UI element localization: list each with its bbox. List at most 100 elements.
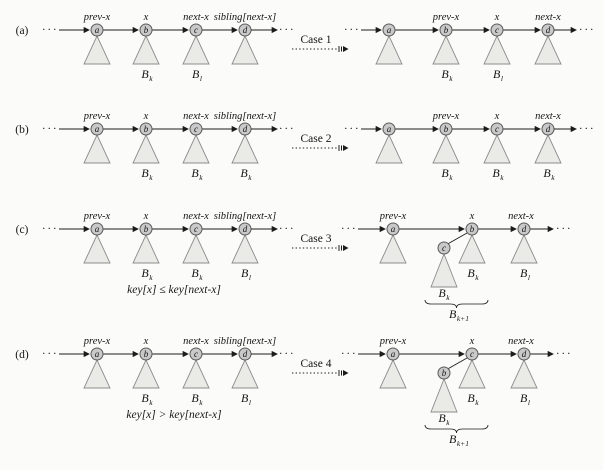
node-letter: b [144, 124, 149, 134]
pointer-label: prev-x [379, 211, 407, 222]
list-node: b [139, 122, 153, 136]
tree-label-base: B [240, 166, 248, 180]
tree-triangle [458, 358, 486, 389]
tree-label: Bk [441, 67, 453, 83]
node-circle [382, 122, 396, 136]
pointer-label: x [469, 211, 475, 222]
pointer-label: next-x [508, 336, 534, 347]
pointer-label: x [143, 111, 149, 122]
tree-triangle [483, 34, 511, 65]
tree-label-subscript: l [249, 273, 251, 282]
tree-label-subscript: k [475, 398, 479, 407]
tree-triangle [83, 34, 111, 65]
node-circle [189, 122, 203, 136]
tree-label-base: B [520, 266, 528, 280]
tree-triangle [430, 377, 458, 413]
tree-triangle [83, 133, 111, 164]
list-node: d [541, 23, 555, 37]
node-circle [139, 122, 153, 136]
tree-label-base: B [141, 166, 149, 180]
tree-label-subscript: l [249, 398, 251, 407]
list-node: c [490, 23, 504, 37]
pointer-label: sibling[next-x] [214, 336, 276, 347]
ellipsis: ··· [341, 346, 358, 360]
ellipsis: ··· [556, 221, 573, 235]
list-node: b [139, 347, 153, 361]
underbrace [424, 299, 489, 309]
ellipsis: ··· [556, 346, 573, 360]
node-letter: a [387, 124, 392, 134]
node-letter: d [243, 224, 248, 234]
pointer-label: prev-x [432, 111, 460, 122]
tree-label-base: B [438, 411, 446, 425]
tree-label-subscript: k [149, 173, 153, 182]
tree-label-subscript: k [449, 173, 453, 182]
tree-label-subscript: l [200, 74, 202, 83]
pointer-label: next-x [508, 211, 534, 222]
list-node: a [90, 347, 104, 361]
pointer-label: x [469, 336, 475, 347]
list-node: a [90, 23, 104, 37]
tree-label-subscript: k [500, 173, 504, 182]
tree-label: Bk [492, 166, 504, 182]
pointer-label: sibling[next-x] [214, 211, 276, 222]
pointer-label: prev-x [432, 12, 460, 23]
list-node: a [90, 122, 104, 136]
tree-label: Bk [438, 411, 450, 427]
tree-label-base: B [141, 67, 149, 81]
pointer-label: next-x [183, 12, 209, 23]
list-node: b [439, 23, 453, 37]
node-letter: d [243, 349, 248, 359]
case-row-d: (d)···prev-xaxbBknext-xcBksibling[next-x… [15, 336, 573, 448]
pointer-label: sibling[next-x] [214, 111, 276, 122]
node-letter: b [144, 349, 149, 359]
tree-label-base: B [449, 432, 457, 446]
case-row-b: (b)···prev-xaxbBknext-xcBksibling[next-x… [15, 111, 593, 182]
node-letter: a [95, 124, 100, 134]
condition-label: key[x] ≤ key[next-x] [127, 284, 221, 296]
node-letter: d [522, 349, 527, 359]
node-circle [139, 347, 153, 361]
tree-label-base: B [449, 307, 457, 321]
tree-triangle [430, 252, 458, 288]
node-circle [439, 23, 453, 37]
list-node: d [517, 222, 531, 236]
tree-label: Bl [192, 67, 202, 83]
node-letter: a [95, 25, 100, 35]
pointer-label: x [494, 111, 500, 122]
node-circle [490, 122, 504, 136]
tree-triangle [483, 133, 511, 164]
case-label: Case 1 [301, 34, 332, 46]
list-node: d [238, 222, 252, 236]
ellipsis: ··· [42, 121, 59, 135]
case-row-a: (a)···prev-xaxbBknext-xcBlsibling[next-x… [16, 12, 594, 83]
tree-label: Bl [520, 266, 530, 282]
tree-triangle [379, 233, 407, 264]
tree-label-base: B [493, 67, 501, 81]
tree-label-base: B [241, 391, 249, 405]
tree-label: Bk [191, 266, 203, 282]
tree-label: Bl [241, 266, 251, 282]
node-letter: c [470, 349, 474, 359]
tree-label-subscript: k [149, 273, 153, 282]
tree-triangle [231, 233, 259, 264]
node-circle [189, 23, 203, 37]
tree-label-base: B [438, 286, 446, 300]
list-node: a [382, 23, 396, 37]
ellipsis: ··· [279, 22, 296, 36]
tree-label-subscript: k [199, 173, 203, 182]
pointer-label: x [143, 211, 149, 222]
list-node: c [490, 122, 504, 136]
node-letter: b [470, 224, 475, 234]
ellipsis: ··· [42, 22, 59, 36]
node-circle [139, 222, 153, 236]
tree-label-subscript: k [446, 418, 450, 427]
tree-triangle [379, 358, 407, 389]
tree-label: Bk [467, 391, 479, 407]
list-node: b [139, 222, 153, 236]
tree-triangle [375, 34, 403, 65]
case-label: Case 4 [301, 358, 332, 370]
case-arrowhead-icon [343, 370, 349, 376]
tree-triangle [182, 34, 210, 65]
